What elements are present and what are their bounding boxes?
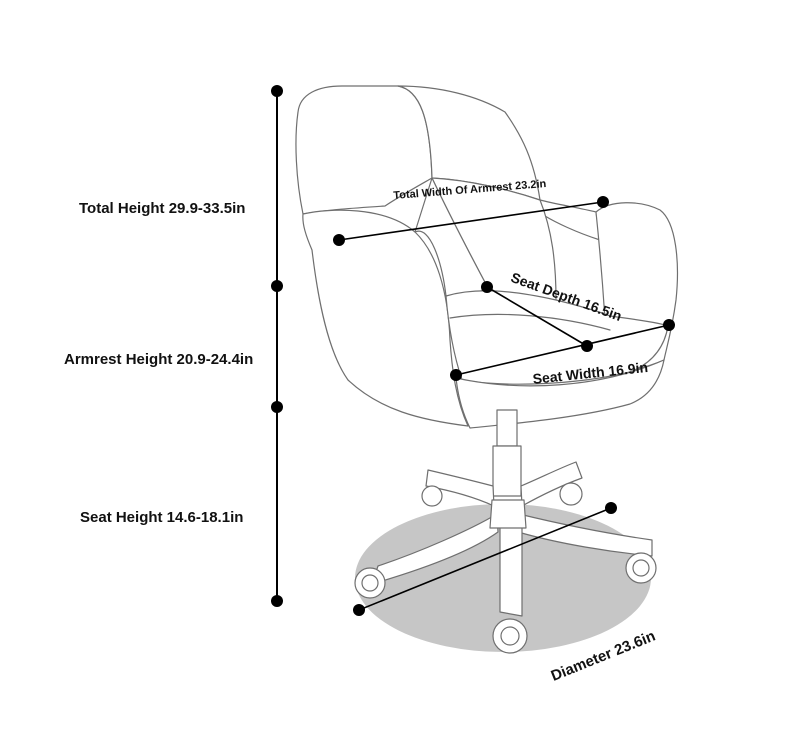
- diameter-marker-left: [353, 604, 365, 616]
- seat-width-marker-left: [450, 369, 462, 381]
- diameter-measure: [353, 502, 617, 616]
- seat-width-measure: [450, 319, 675, 381]
- height-marker-seat: [271, 401, 283, 413]
- height-marker-top: [271, 85, 283, 97]
- seat-height-label: Seat Height 14.6-18.1in: [80, 509, 244, 526]
- armrest-height-label: Armrest Height 20.9-24.4in: [64, 351, 254, 368]
- armrest-width-marker-left: [333, 234, 345, 246]
- height-marker-floor: [271, 595, 283, 607]
- armrest-width-marker-right: [597, 196, 609, 208]
- armrest-width-measure: [333, 196, 609, 246]
- diameter-marker-right: [605, 502, 617, 514]
- seat-depth-measure: [481, 281, 593, 352]
- seat-depth-marker-back: [481, 281, 493, 293]
- chair-outline: [295, 85, 679, 654]
- height-scale: [271, 85, 283, 607]
- seat-width-marker-right: [663, 319, 675, 331]
- total-height-label: Total Height 29.9-33.5in: [79, 200, 246, 217]
- height-marker-armrest: [271, 280, 283, 292]
